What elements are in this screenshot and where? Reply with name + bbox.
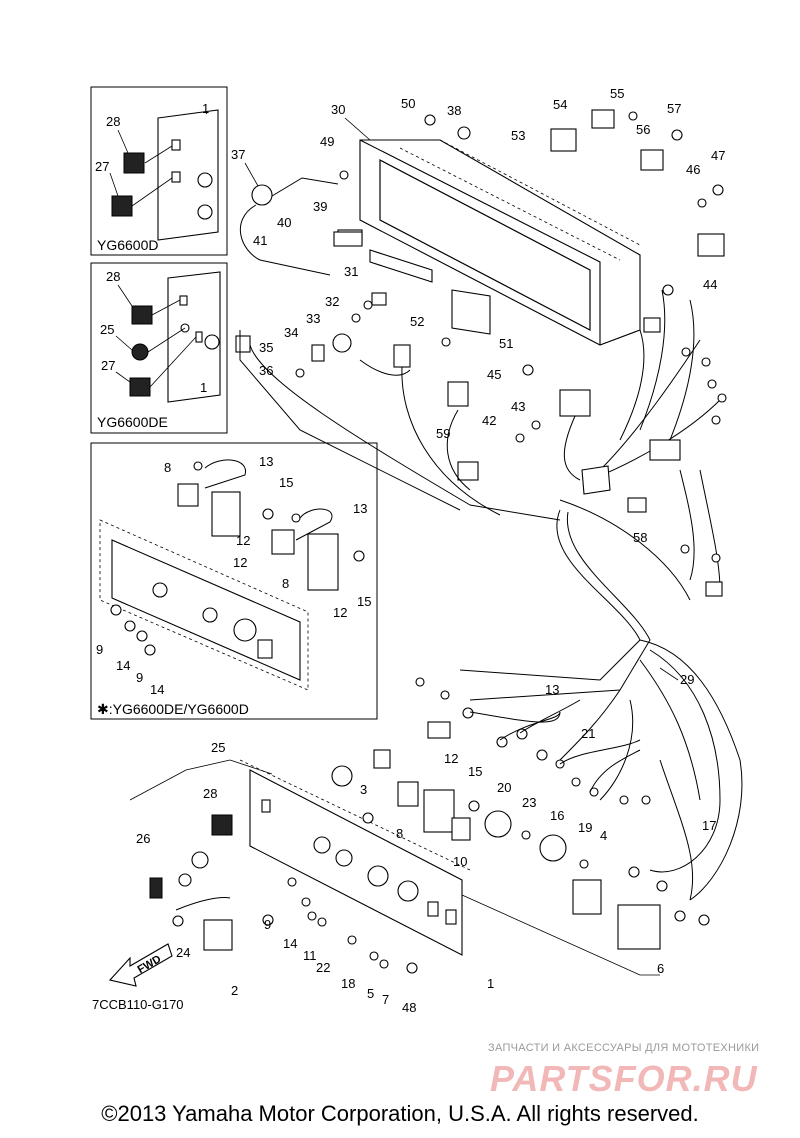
callout-2: 2 <box>231 983 238 998</box>
callout-55: 55 <box>610 86 624 101</box>
copyright-notice: ©2013 Yamaha Motor Corporation, U.S.A. A… <box>101 1101 699 1126</box>
callout-7: 7 <box>382 992 389 1007</box>
callout-5: 5 <box>367 986 374 1001</box>
callout-13: 13 <box>353 501 367 516</box>
callout-26: 26 <box>136 831 150 846</box>
callout-38: 38 <box>447 103 461 118</box>
callout-6: 6 <box>657 961 664 976</box>
callout-32: 32 <box>325 294 339 309</box>
callout-15: 15 <box>279 475 293 490</box>
lower-panel-assembly: 25 28 3 12 15 20 23 16 19 4 8 10 26 24 2… <box>129 740 664 1015</box>
callout-24: 24 <box>176 945 190 960</box>
callout-3: 3 <box>360 782 367 797</box>
callout-8: 8 <box>282 576 289 591</box>
callout-33: 33 <box>306 311 320 326</box>
callout-59: 59 <box>436 426 450 441</box>
inset-label-yg6600de: YG6600DE <box>97 414 168 430</box>
inset-label-yg6600d: YG6600D <box>97 237 158 253</box>
diagram-code: 7CCB110-G170 <box>92 997 184 1012</box>
callout-47: 47 <box>711 148 725 163</box>
callout-1: 1 <box>487 976 494 991</box>
fwd-arrow-icon: FWD <box>108 943 173 987</box>
callout-9: 9 <box>96 642 103 657</box>
callout-28: 28 <box>203 786 217 801</box>
callout-39: 39 <box>313 199 327 214</box>
callout-16: 16 <box>550 808 564 823</box>
callout-23: 23 <box>522 795 536 810</box>
callout-41: 41 <box>253 233 267 248</box>
callout-29: 29 <box>680 672 694 687</box>
callout-56: 56 <box>636 122 650 137</box>
callout-4: 4 <box>600 828 607 843</box>
callout-11: 11 <box>303 948 317 963</box>
callout-35: 35 <box>259 340 273 355</box>
callout-22: 22 <box>316 960 330 975</box>
callout-30: 30 <box>331 102 345 117</box>
callout-57: 57 <box>667 101 681 116</box>
callout-36: 36 <box>259 363 273 378</box>
callout-12: 12 <box>233 555 247 570</box>
callout-15: 15 <box>468 764 482 779</box>
callout-50: 50 <box>401 96 415 111</box>
callout-58: 58 <box>633 530 647 545</box>
callout-15: 15 <box>357 594 371 609</box>
callout-27: 27 <box>101 358 115 373</box>
callout-14: 14 <box>116 658 130 673</box>
callout-20: 20 <box>497 780 511 795</box>
callout-52: 52 <box>410 314 424 329</box>
callout-25: 25 <box>211 740 225 755</box>
callout-17: 17 <box>702 818 716 833</box>
callout-51: 51 <box>499 336 513 351</box>
callout-12: 12 <box>333 605 347 620</box>
callout-9: 9 <box>136 670 143 685</box>
inset-yg6600de-yg6600d: 8 13 15 12 13 12 8 15 12 9 14 9 14 ✱:YG6… <box>90 442 378 720</box>
callout-48: 48 <box>402 1000 416 1015</box>
callout-12: 12 <box>236 533 250 548</box>
callout-9: 9 <box>264 917 271 932</box>
callout-42: 42 <box>482 413 496 428</box>
callout-13: 13 <box>545 682 559 697</box>
callout-14: 14 <box>150 682 164 697</box>
inset-label-combined: ✱:YG6600DE/YG6600D <box>97 701 249 717</box>
callout-25: 25 <box>100 322 114 337</box>
callout-53: 53 <box>511 128 525 143</box>
watermark-logo: PARTSFOR.RU <box>490 1058 758 1099</box>
callout-54: 54 <box>553 97 567 112</box>
callout-28: 28 <box>106 269 120 284</box>
upper-assembly: 30 50 38 49 37 54 55 53 56 57 47 46 39 4… <box>231 86 727 601</box>
callout-28: 28 <box>106 114 120 129</box>
callout-44: 44 <box>703 277 717 292</box>
callout-13: 13 <box>259 454 273 469</box>
fwd-label: FWD <box>136 953 164 976</box>
callout-37: 37 <box>231 147 245 162</box>
callout-14: 14 <box>283 936 297 951</box>
callout-43: 43 <box>511 399 525 414</box>
callout-45: 45 <box>487 367 501 382</box>
callout-31: 31 <box>344 264 358 279</box>
callout-49: 49 <box>320 134 334 149</box>
callout-21: 21 <box>581 726 595 741</box>
callout-19: 19 <box>578 820 592 835</box>
callout-40: 40 <box>277 215 291 230</box>
callout-27: 27 <box>95 159 109 174</box>
callout-8: 8 <box>396 826 403 841</box>
callout-1: 1 <box>202 101 209 116</box>
callout-18: 18 <box>341 976 355 991</box>
callout-34: 34 <box>284 325 298 340</box>
watermark-tagline: ЗАПЧАСТИ И АКСЕССУАРЫ ДЛЯ МОТОТЕХНИКИ <box>488 1042 760 1054</box>
inset-yg6600d: 1 28 27 YG6600D <box>90 86 228 256</box>
inset-yg6600de: 28 25 27 1 YG6600DE <box>90 262 228 434</box>
callout-46: 46 <box>686 162 700 177</box>
callout-12: 12 <box>444 751 458 766</box>
wire-harness: 29 13 21 17 <box>415 509 743 926</box>
callout-10: 10 <box>453 854 467 869</box>
callout-8: 8 <box>164 460 171 475</box>
callout-1: 1 <box>200 380 207 395</box>
